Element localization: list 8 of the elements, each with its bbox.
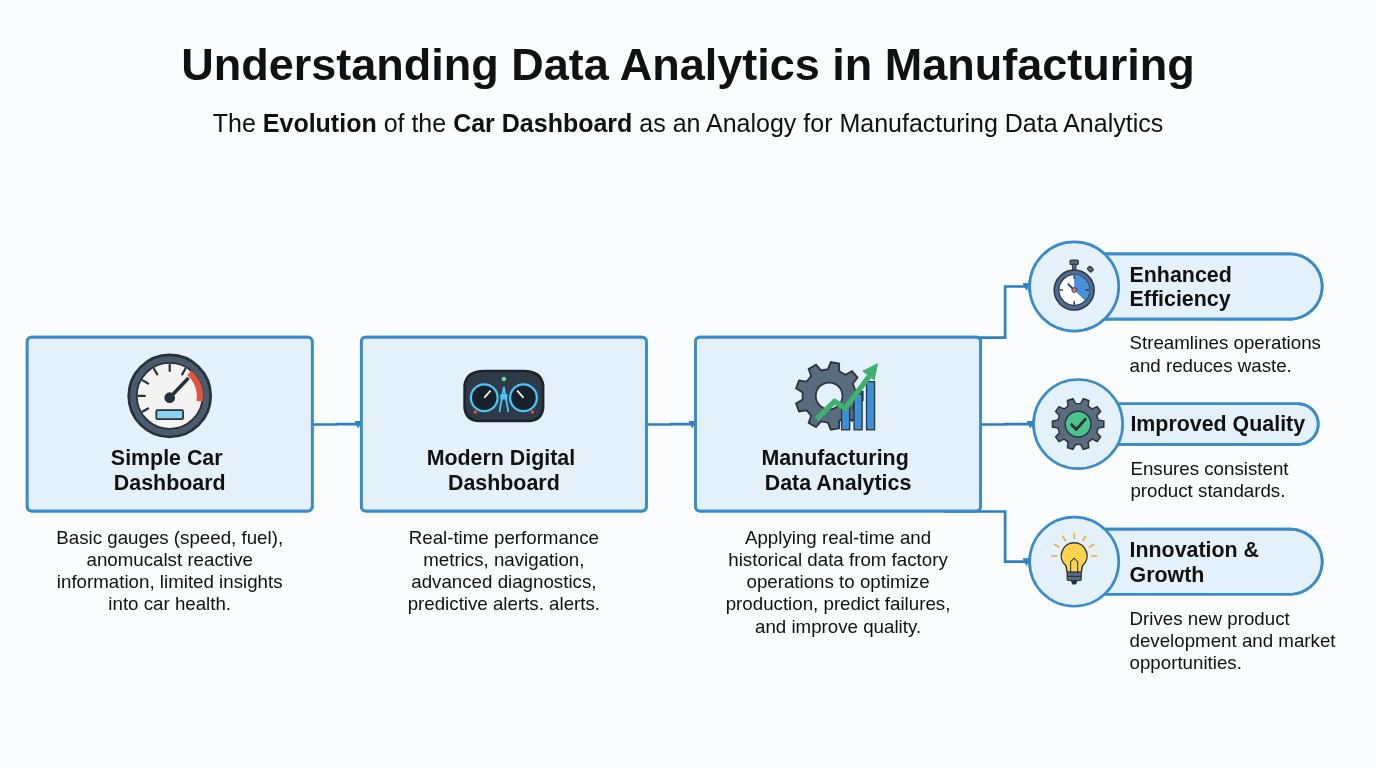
title: Understanding Data Analytics in Manufacturing [181, 40, 1195, 90]
description-text: Applying real-time and historical data from factory operations to optimize production, predict failures, and improve quality. [725, 526, 951, 637]
description-text: Basic gauges (speed, fuel), anomucalst reactive information, limited insights into car health. [56, 526, 284, 615]
description-text: Ensures consistent product standards. [1130, 457, 1289, 501]
description-text: Real-time performance metrics, navigation, advanced diagnostics, predictive alerts. alerts. [407, 526, 601, 615]
subtitle: The Evolution of the Car Dashboard as an Analogy for Manufacturing Data Analytics [212, 108, 1164, 138]
description-text: Streamlines operations and reduces waste. [1129, 332, 1321, 376]
description-text: Drives new product development and market opportunities. [1129, 607, 1336, 674]
